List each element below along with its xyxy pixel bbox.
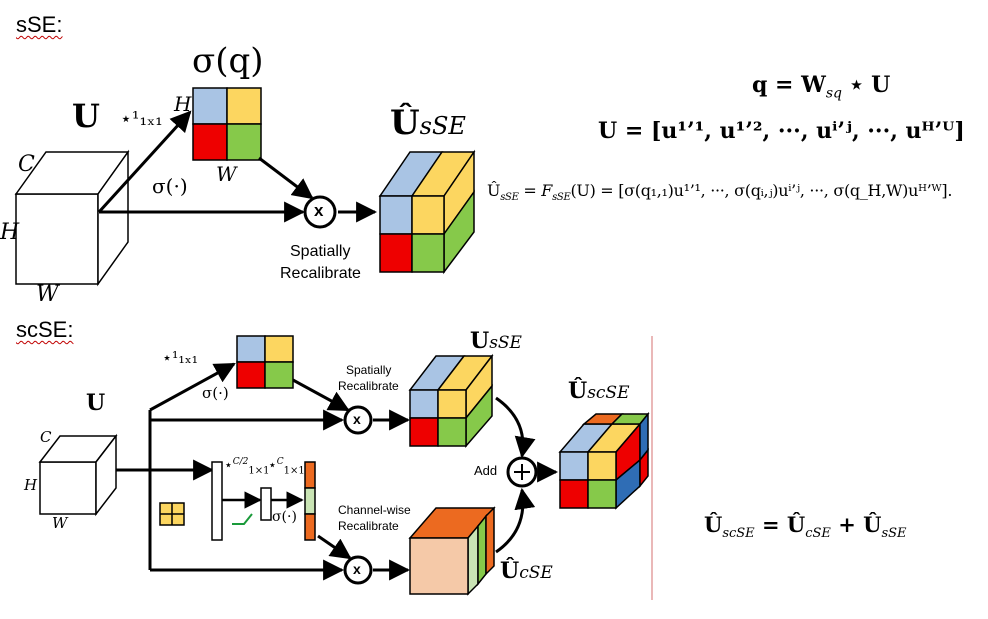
scse-ucse-subscript: cSE xyxy=(519,563,553,583)
scse-map-arrow xyxy=(292,378,350,412)
sse-sigma-label: σ(·) xyxy=(152,174,188,198)
scse-channel-multiply-node xyxy=(343,555,373,585)
sse-sigma-q-label: σ(q) xyxy=(192,41,264,81)
scse-conv-c-label: ⋆C1×1 xyxy=(268,458,305,476)
equation-usse-lhs-sub: sSE xyxy=(500,192,519,204)
equation-uscse-ucse-sub: cSE xyxy=(805,526,831,542)
equation-usse-lhs: Û xyxy=(487,181,501,200)
scse-uscse-label: ÛscSE xyxy=(568,380,630,402)
scse-conv-c2-sup: C/2 xyxy=(232,457,249,467)
equation-u: U = [u¹’¹, u¹’², ···, uⁱ’ʲ, ···, uᴴ’ᵂ] xyxy=(598,118,965,144)
scse-conv-c-sub: 1×1 xyxy=(283,465,305,477)
excitation-vector xyxy=(304,461,316,541)
scse-channel-arrow xyxy=(317,534,352,560)
sse-cube-h-label: H xyxy=(0,220,20,245)
equation-uscse-usse: + Û xyxy=(830,512,882,537)
scse-conv-c-star: ⋆ xyxy=(268,457,277,474)
scse-top-to-add xyxy=(495,396,536,459)
reduced-vector xyxy=(260,487,272,521)
equation-usse-f: = F xyxy=(518,181,553,200)
scse-conv-c2-sub: 1×1 xyxy=(248,465,270,477)
scse-uscse-cube xyxy=(558,411,650,510)
sse-multiply-symbol: x xyxy=(314,201,324,220)
sse-conv-arrow xyxy=(97,110,192,214)
scse-input-label: U xyxy=(86,390,106,416)
equation-q-tail: ⋆ U xyxy=(842,72,891,98)
equation-uscse-lhs: Û xyxy=(704,512,723,537)
scse-cube-w-label: W xyxy=(52,514,68,532)
scse-spatial-line1: Spatially xyxy=(346,363,392,377)
sse-output-symbol: Û xyxy=(390,103,420,143)
equation-uscse-lhs-sub: scSE xyxy=(722,526,755,542)
scse-sigma-map xyxy=(236,335,294,389)
equation-usse-f-sub: sSE xyxy=(552,192,571,204)
scse-sigma-label: σ(·) xyxy=(202,384,229,402)
scse-usse-subscript: sSE xyxy=(489,333,522,353)
squeeze-vector xyxy=(211,461,223,541)
equation-q-sub: sq xyxy=(825,85,842,102)
scse-spatial-multiply-symbol: x xyxy=(353,411,361,427)
scse-section-title: scSE: xyxy=(16,317,74,342)
equation-uscse: ÛscSE = ÛcSE + ÛsSE xyxy=(704,514,907,540)
scse-conv-label: ⋆¹₁ₓ₁ xyxy=(162,348,199,367)
scse-uscse-subscript: scSE xyxy=(587,383,630,403)
equation-uscse-usse-sub: sSE xyxy=(881,526,907,542)
sse-recal-line1: Spatially xyxy=(290,243,351,260)
scse-ucse-label: ÛcSE xyxy=(500,560,553,582)
scse-channel-line1: Channel-wise xyxy=(338,503,411,517)
scse-ucse-cube xyxy=(408,506,496,596)
scse-input-cube xyxy=(38,433,118,517)
sse-conv-label: ⋆¹₁ₓ₁ xyxy=(120,108,163,130)
scse-bottom-to-add xyxy=(495,487,536,554)
equation-usse-rhs: (U) = [σ(q₁,₁)u¹’¹, ···, σ(qᵢ,ⱼ)uⁱ’ʲ, ··… xyxy=(570,181,953,200)
sse-cube-c-label: C xyxy=(18,152,35,177)
scse-usse-symbol: U xyxy=(470,328,490,354)
scse-channel-multiply-symbol: x xyxy=(353,561,361,577)
scse-add-label: Add xyxy=(474,463,498,478)
sse-recal-line2: Recalibrate xyxy=(280,265,361,282)
sse-map-h-label: H xyxy=(174,92,192,116)
activation-curve-icon xyxy=(232,513,253,525)
scse-conv-c2-label: ⋆C/21×1 xyxy=(224,458,270,476)
equation-usse: ÛsSE = FsSE(U) = [σ(q₁,₁)u¹’¹, ···, σ(qᵢ… xyxy=(487,183,952,203)
sse-section-title: sSE: xyxy=(16,12,63,37)
sse-sigma-q-map xyxy=(192,87,262,161)
scse-spatial-multiply-node xyxy=(343,405,373,435)
sse-map-w-label: W xyxy=(216,162,237,186)
scse-uscse-symbol: Û xyxy=(568,378,588,404)
scse-cube-c-label: C xyxy=(40,428,52,446)
scse-usse-cube xyxy=(408,353,494,449)
scse-sigma2-label: σ(·) xyxy=(272,509,297,525)
sse-input-label: U xyxy=(72,97,100,135)
sse-multiply-node xyxy=(303,195,337,229)
scse-spatial-line2: Recalibrate xyxy=(338,379,399,393)
sse-output-label: ÛsSE xyxy=(390,106,466,140)
equation-q: q = Wsq ⋆ U xyxy=(752,74,890,100)
scse-channel-line2: Recalibrate xyxy=(338,519,399,533)
scse-conv-c2-star: ⋆ xyxy=(224,457,233,474)
scse-usse-label: UsSE xyxy=(470,330,522,352)
scse-ucse-symbol: Û xyxy=(500,558,520,584)
scse-conv-c-sup: C xyxy=(276,457,284,467)
sse-output-subscript: sSE xyxy=(419,112,466,140)
scse-cube-h-label: H xyxy=(24,476,38,494)
sse-cube-w-label: W xyxy=(36,282,59,307)
equation-q-main: q = W xyxy=(752,72,826,98)
sse-map-arrow xyxy=(258,156,314,200)
sse-output-cube xyxy=(378,149,476,275)
scse-conv-arrow xyxy=(149,362,236,412)
sse-input-cube xyxy=(14,149,130,287)
equation-uscse-ucse: = Û xyxy=(754,512,806,537)
pooling-icon xyxy=(159,502,185,526)
